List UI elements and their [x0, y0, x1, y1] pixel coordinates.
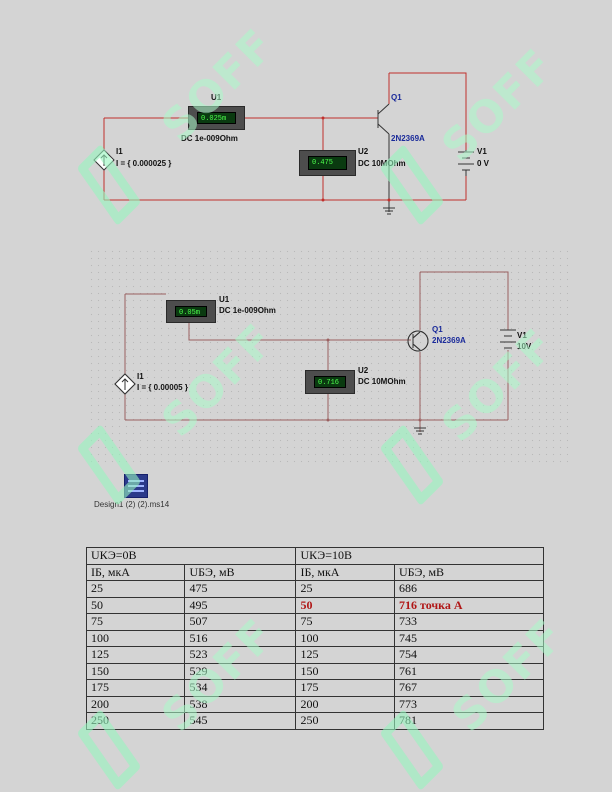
v1-2-name: V1	[517, 331, 527, 340]
measurement-table: UКЭ=0В UКЭ=10В IБ, мкА UБЭ, мВ IБ, мкА U…	[85, 547, 545, 730]
cell: 25	[295, 580, 395, 598]
cell: 125	[85, 646, 186, 664]
cell: 200	[295, 695, 395, 713]
u1-mode: DC 1e-009Ohm	[181, 134, 238, 143]
multisim-file-icon[interactable]	[124, 474, 148, 498]
cell: 175	[295, 679, 395, 697]
file-label[interactable]: Design1 (2) (2).ms14	[94, 500, 170, 509]
u1-2-name: U1	[219, 295, 230, 304]
col-ube-left: UБЭ, мВ	[184, 563, 297, 581]
highlight-cell: 716 точка А	[393, 596, 545, 614]
u2-2-mode: DC 10MOhm	[358, 377, 406, 386]
cell: 773	[393, 695, 545, 713]
voltmeter-u2-2[interactable]: 0.716	[305, 370, 355, 394]
cell: 545	[184, 712, 297, 730]
i1-value: I = { 0.000025 }	[116, 159, 172, 168]
group-left-header: UКЭ=0В	[85, 547, 297, 565]
battery-v1-symbol	[458, 150, 474, 176]
cell: 250	[85, 712, 186, 730]
table-column-header: IБ, мкА UБЭ, мВ IБ, мкА UБЭ, мВ	[85, 563, 545, 581]
cell: 475	[184, 580, 297, 598]
ammeter-u1-2-reading: 0.05m	[175, 306, 207, 317]
u1-2-mode: DC 1e-009Ohm	[219, 306, 276, 315]
col-ib-right: IБ, мкА	[295, 563, 395, 581]
cell: 733	[393, 613, 545, 631]
u2-name: U2	[358, 147, 369, 156]
u2-mode: DC 10MOhm	[358, 159, 406, 168]
voltmeter-u2[interactable]: 0.475	[299, 150, 356, 176]
ammeter-u1-reading: 0.025m	[197, 112, 236, 124]
ammeter-u1[interactable]: 0.025m	[188, 106, 245, 130]
cell: 75	[295, 613, 395, 631]
cell: 75	[85, 613, 186, 631]
q1-2-name: Q1	[432, 325, 443, 334]
cell: 125	[295, 646, 395, 664]
cell: 781	[393, 712, 545, 730]
col-ube-right: UБЭ, мВ	[393, 563, 545, 581]
cell: 250	[295, 712, 395, 730]
cell: 495	[184, 596, 297, 614]
cell: 150	[85, 662, 186, 680]
highlight-cell: 50	[295, 596, 395, 614]
v1-name: V1	[477, 147, 487, 156]
q1-name: Q1	[391, 93, 402, 102]
cell: 175	[85, 679, 186, 697]
v1-value: 0 V	[477, 159, 490, 168]
current-source-i1-symbol	[93, 149, 115, 171]
q1-2-model: 2N2369A	[432, 336, 466, 345]
q1-model: 2N2369A	[391, 134, 425, 143]
cell: 100	[85, 629, 186, 647]
table-group-header: UКЭ=0В UКЭ=10В	[85, 547, 544, 565]
col-ib-left: IБ, мкА	[85, 563, 186, 581]
cell: 686	[393, 580, 545, 598]
i1-name: I1	[116, 147, 123, 156]
voltmeter-u2-2-reading: 0.716	[314, 376, 346, 388]
cell: 50	[85, 596, 186, 614]
cell: 100	[295, 629, 395, 647]
u2-2-name: U2	[358, 366, 369, 375]
cell: 25	[85, 580, 186, 598]
voltmeter-u2-reading: 0.475	[308, 156, 347, 170]
u1-name: U1	[211, 93, 222, 102]
ammeter-u1-2[interactable]: 0.05m	[166, 300, 216, 323]
i1-2-name: I1	[137, 372, 144, 381]
v1-2-value: 10V	[517, 342, 532, 351]
group-right-header: UКЭ=10В	[295, 547, 544, 565]
cell: 150	[295, 662, 395, 680]
i1-2-value: I = { 0.00005 }	[137, 383, 188, 392]
